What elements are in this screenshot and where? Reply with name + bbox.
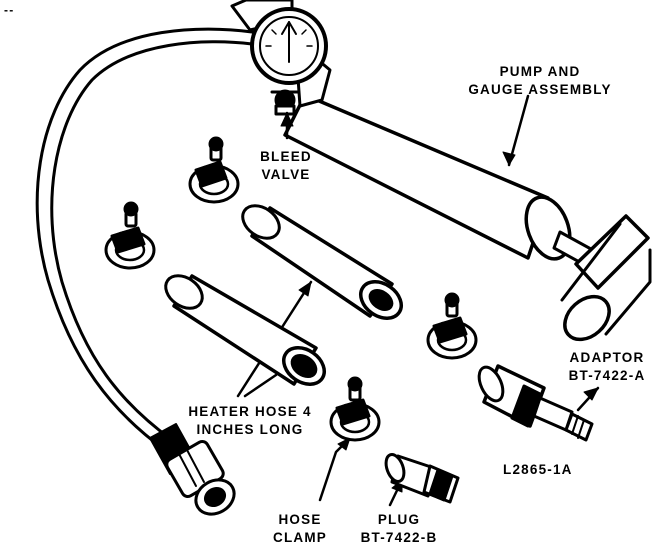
bleed-label-line2: VALVE — [261, 167, 311, 182]
heater-hose-label: HEATER HOSE 4 INCHES LONG — [180, 404, 320, 438]
gauge-hose — [37, 29, 252, 450]
adaptor-label: ADAPTOR BT-7422-A — [548, 350, 666, 384]
arrow-heads — [281, 113, 598, 492]
plug-label: PLUG BT-7422-B — [346, 512, 452, 546]
heater-label-line1: HEATER HOSE 4 — [188, 404, 312, 419]
pump-assembly-label: PUMP AND GAUGE ASSEMBLY — [460, 64, 620, 98]
corner-mark: -- — [4, 3, 15, 17]
bleed-valve-label: BLEED VALVE — [250, 149, 322, 183]
plug-label-line2: BT-7422-B — [360, 530, 438, 545]
adaptor-fitting — [474, 363, 592, 440]
heater-hose-upper — [237, 199, 409, 326]
bleed-valve — [272, 91, 298, 114]
hose-clamp-label-line2: CLAMP — [273, 530, 327, 545]
hose-clamp-3 — [428, 294, 476, 358]
plug-label-line1: PLUG — [377, 512, 421, 527]
hose-clamp-label-line1: HOSE — [278, 512, 322, 527]
plug-fitting — [383, 452, 458, 502]
adaptor-label-line2: BT-7422-A — [568, 368, 646, 383]
figure-id-label: L2865-1A — [503, 462, 573, 477]
hose-clamp-label: HOSE CLAMP — [262, 512, 338, 546]
bleed-label-line1: BLEED — [260, 149, 312, 164]
heater-hose-lower — [160, 269, 332, 392]
adaptor-label-line1: ADAPTOR — [569, 350, 645, 365]
hose-clamp-4 — [331, 378, 379, 440]
hose-clamp-2 — [106, 203, 154, 268]
pump-label-line1: PUMP AND — [499, 64, 581, 79]
pump-label-line2: GAUGE ASSEMBLY — [468, 82, 612, 97]
hose-coupler — [150, 424, 240, 521]
hose-clamp-1 — [190, 138, 238, 202]
pump-and-gauge-assembly — [232, 0, 650, 348]
heater-label-line2: INCHES LONG — [196, 422, 304, 437]
